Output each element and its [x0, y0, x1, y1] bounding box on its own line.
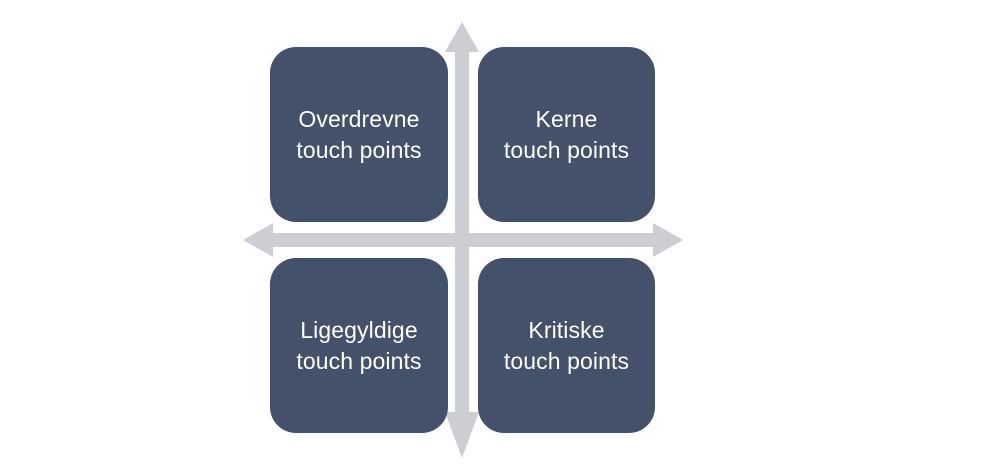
quadrant-box-ligegyldige-touch-points[interactable]: Ligegyldige touch points: [270, 258, 448, 433]
quadrant-label-line1: Kritiske: [528, 317, 605, 344]
quadrant-box-overdrevne-touch-points[interactable]: Overdrevne touch points: [270, 47, 448, 222]
quadrant-box-kerne-touch-points[interactable]: Kerne touch points: [478, 47, 655, 222]
quadrant-label-line2: touch points: [503, 347, 630, 374]
quadrant-label-top-right: Kerne touch points: [504, 104, 629, 165]
quadrant-label-line2: touch points: [296, 136, 422, 163]
quadrant-label-line2: touch points: [296, 347, 422, 374]
quadrant-label-line1: Kerne: [535, 106, 598, 133]
horizontal-axis-double-arrow: [243, 223, 683, 257]
quadrant-label-bottom-right: Kritiske touch points: [504, 315, 629, 376]
quadrant-label-line1: Ligegyldige: [300, 317, 418, 344]
vertical-axis-double-arrow: [445, 22, 479, 458]
quadrant-label-line2: touch points: [503, 136, 630, 163]
quadrant-label-bottom-left: Ligegyldige touch points: [296, 315, 421, 376]
quadrant-label-line1: Overdrevne: [298, 106, 420, 133]
quadrant-box-kritiske-touch-points[interactable]: Kritiske touch points: [478, 258, 655, 433]
quadrant-label-top-left: Overdrevne touch points: [296, 104, 421, 165]
